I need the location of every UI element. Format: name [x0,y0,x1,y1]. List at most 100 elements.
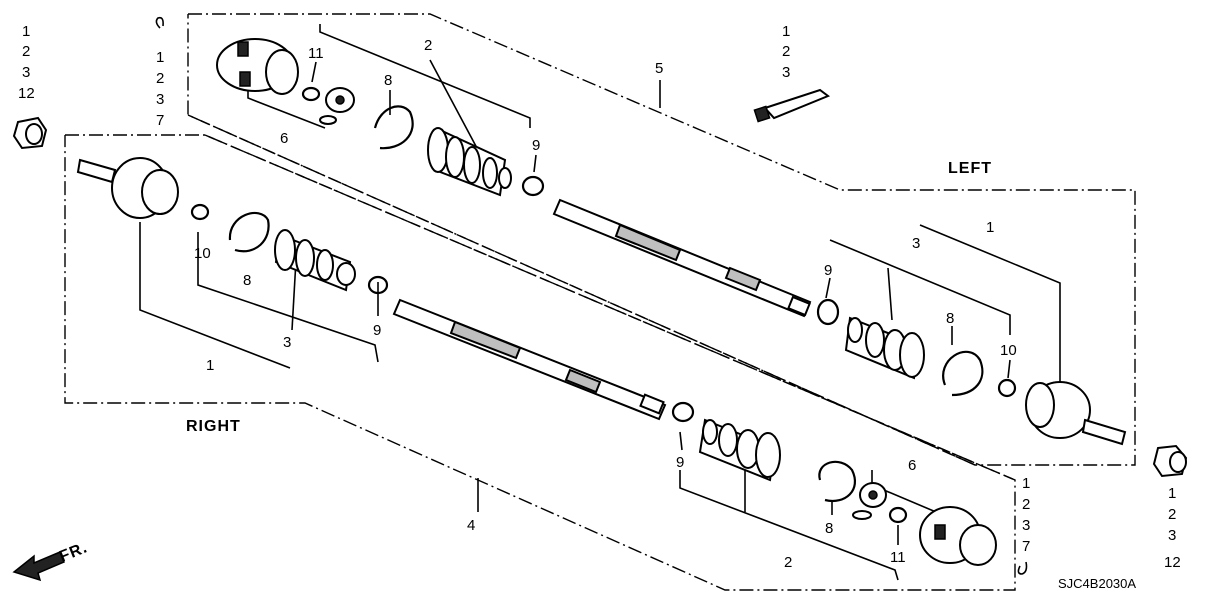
label-9-left: 9 [373,322,381,339]
label-10-left: 10 [194,245,211,262]
leader-line [887,267,893,321]
boot-clamp-left [367,275,389,295]
label-8-bottom: 8 [825,520,833,537]
svg-text:2: 2 [782,43,790,60]
inboard-boot-bottom [698,418,781,482]
snap-ring-left [190,203,210,221]
stack-bottom-right-tall: 1 2 3 7 [1022,475,1030,555]
svg-text:12: 12 [1164,554,1181,571]
leader-bracket-1-right [919,224,1061,390]
label-6-top: 6 [280,130,288,147]
inboard-boot-top [427,127,512,197]
leader-line [429,59,479,151]
snap-ring-right [997,378,1017,398]
spindle-nut-left [12,116,48,150]
snap-ring-top [301,86,321,102]
boot-clamp-right [816,298,840,326]
stack-bottom-right-small: 1 2 3 12 [1164,485,1181,571]
label-11-top: 11 [308,45,324,62]
outboard-boot-left [274,229,356,292]
label-8-right: 8 [946,310,954,327]
inboard-joint-bottom [919,506,997,566]
front-arrow-icon [12,551,65,582]
svg-text:3: 3 [1022,517,1030,534]
svg-text:7: 7 [1022,538,1030,555]
label-8-top: 8 [384,72,392,89]
leader-line [291,259,297,331]
right-assembly-outline [64,134,1016,591]
boot-band-right [942,350,984,397]
svg-text:7: 7 [156,112,164,129]
leader-bracket-3-right [829,239,1011,335]
label-5: 5 [655,60,663,77]
spindle-nut-right [1152,444,1188,478]
tripod-joint-top [319,87,355,125]
leader-bracket-2-bottom [679,470,899,581]
svg-text:1: 1 [782,23,790,40]
stack-top-left-tall: 1 2 3 7 [156,49,164,129]
svg-text:2: 2 [1022,496,1030,513]
grease-tube [753,88,831,123]
leader-bracket-2-top [319,24,531,128]
svg-text:2: 2 [1168,506,1176,523]
leader-bracket-6-top [247,90,326,129]
label-2-bottom: 2 [784,554,792,571]
label-1-left: 1 [206,357,214,374]
label-9-right: 9 [824,262,832,279]
label-8-left: 8 [243,272,251,289]
leader-line [311,61,317,83]
svg-text:1: 1 [22,23,30,40]
svg-text:12: 12 [18,85,35,102]
leader-line [679,431,683,451]
leader-line [533,154,537,173]
snap-ring-bottom [888,506,908,524]
leader-bracket-3-left [197,232,379,363]
callout-hook-bottom [1017,561,1028,575]
svg-text:3: 3 [22,64,30,81]
leader-line [1007,359,1011,379]
svg-text:2: 2 [22,43,30,60]
stack-top-left-small: 1 2 3 12 [18,23,35,102]
label-3-right: 3 [912,235,920,252]
section-left-label: LEFT [948,160,992,177]
callout-hook-top [155,16,164,29]
svg-text:3: 3 [156,91,164,108]
right-driveshaft [392,298,667,421]
inboard-joint-top [216,38,299,95]
front-label: FR. [57,539,90,566]
label-11-bottom: 11 [890,549,906,566]
leader-bracket-1-left [139,222,291,369]
boot-clamp-bottom [671,401,695,423]
svg-text:1: 1 [1022,475,1030,492]
boot-band-top [373,105,414,150]
label-1-right: 1 [986,219,994,236]
left-assembly-outline [187,13,1136,466]
svg-text:2: 2 [156,70,164,87]
label-9-top: 9 [532,137,540,154]
label-9-bottom: 9 [676,454,684,471]
separator-line [187,114,976,466]
label-3-left: 3 [283,334,291,351]
outboard-joint-right [1025,381,1127,446]
label-10-right: 10 [1000,342,1017,359]
left-driveshaft [552,198,812,318]
outboard-joint-left [76,157,179,219]
leader-line [825,277,831,299]
boot-clamp-top [521,175,545,197]
diagram-code: SJC4B2030A [1058,576,1136,591]
svg-text:1: 1 [156,49,164,66]
label-2-top: 2 [424,37,432,54]
section-right-label: RIGHT [186,418,241,435]
label-4: 4 [467,517,475,534]
stack-grease: 1 2 3 [782,23,790,81]
label-6-bottom: 6 [908,457,916,474]
outboard-boot-right [844,316,925,380]
svg-text:3: 3 [1168,527,1176,544]
svg-text:1: 1 [1168,485,1176,502]
boot-band-left [228,211,270,253]
boot-band-bottom [818,460,857,503]
tripod-joint-bottom [852,482,887,520]
svg-text:3: 3 [782,64,790,81]
